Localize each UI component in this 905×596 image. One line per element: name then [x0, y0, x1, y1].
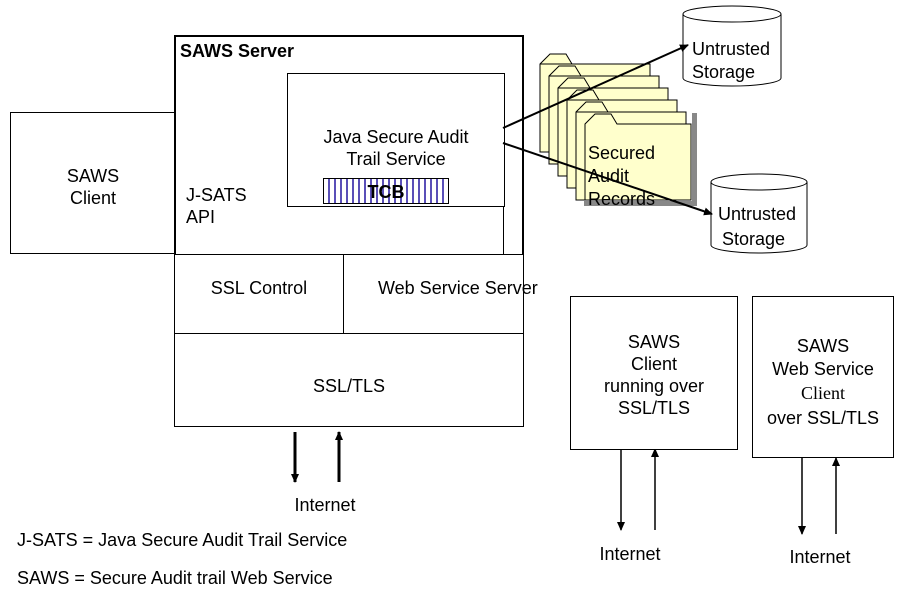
- storage-bottom-label-line2: Storage: [722, 229, 786, 249]
- jsats-api-label-line1: J-SATS: [186, 185, 247, 205]
- legend-jsats: J-SATS = Java Secure Audit Trail Service: [17, 530, 348, 550]
- server-internet-label: Internet: [294, 495, 356, 515]
- tcb-block: TCB: [323, 178, 449, 204]
- client-ws-line4: over SSL/TLS: [766, 408, 880, 428]
- legend-saws: SAWS = Secure Audit trail Web Service: [17, 568, 333, 588]
- records-label-line1: Secured: [588, 143, 656, 163]
- client-ssl-line1: SAWS: [627, 332, 681, 352]
- tcb-label: TCB: [367, 182, 405, 202]
- records-label-line3: Records: [588, 189, 656, 209]
- storage-bottom-label-line1: Untrusted: [718, 204, 797, 224]
- client-ws-box: [752, 296, 894, 458]
- jsats-api-label-line2: API: [186, 207, 216, 227]
- jsats-service-label-line1: Java Secure Audit: [323, 127, 469, 147]
- record-folder: [539, 53, 651, 153]
- client-ws-internet-label: Internet: [789, 547, 851, 567]
- client-ws-line2: Web Service: [772, 359, 874, 379]
- saws-server-title: SAWS Server: [180, 41, 295, 61]
- ssl-tls-label: SSL/TLS: [312, 376, 386, 396]
- records-label-line2: Audit: [588, 166, 630, 186]
- client-ssl-line3: running over: [603, 376, 705, 396]
- saws-client-box: [10, 112, 176, 254]
- client-ssl-line2: Client: [630, 354, 678, 374]
- client-ws-line1: SAWS: [796, 336, 850, 356]
- web-service-server-label: Web Service Server: [378, 278, 538, 298]
- client-ssl-box: [570, 296, 738, 450]
- ssl-control-label: SSL Control: [210, 278, 308, 298]
- saws-client-label-line1: SAWS: [66, 166, 120, 186]
- jsats-service-extension: [503, 207, 505, 255]
- ssl-tls-box: [174, 333, 524, 427]
- client-ssl-internet-label: Internet: [599, 544, 661, 564]
- storage-top-label-line1: Untrusted: [692, 39, 771, 59]
- client-ssl-line4: SSL/TLS: [617, 398, 691, 418]
- jsats-service-label-line2: Trail Service: [346, 149, 446, 169]
- saws-client-label-line2: Client: [69, 188, 117, 208]
- client-ws-line3: Client: [801, 383, 845, 403]
- arrow-to-untrusted-storage-top: [502, 44, 689, 129]
- storage-top-label-line2: Storage: [692, 62, 756, 82]
